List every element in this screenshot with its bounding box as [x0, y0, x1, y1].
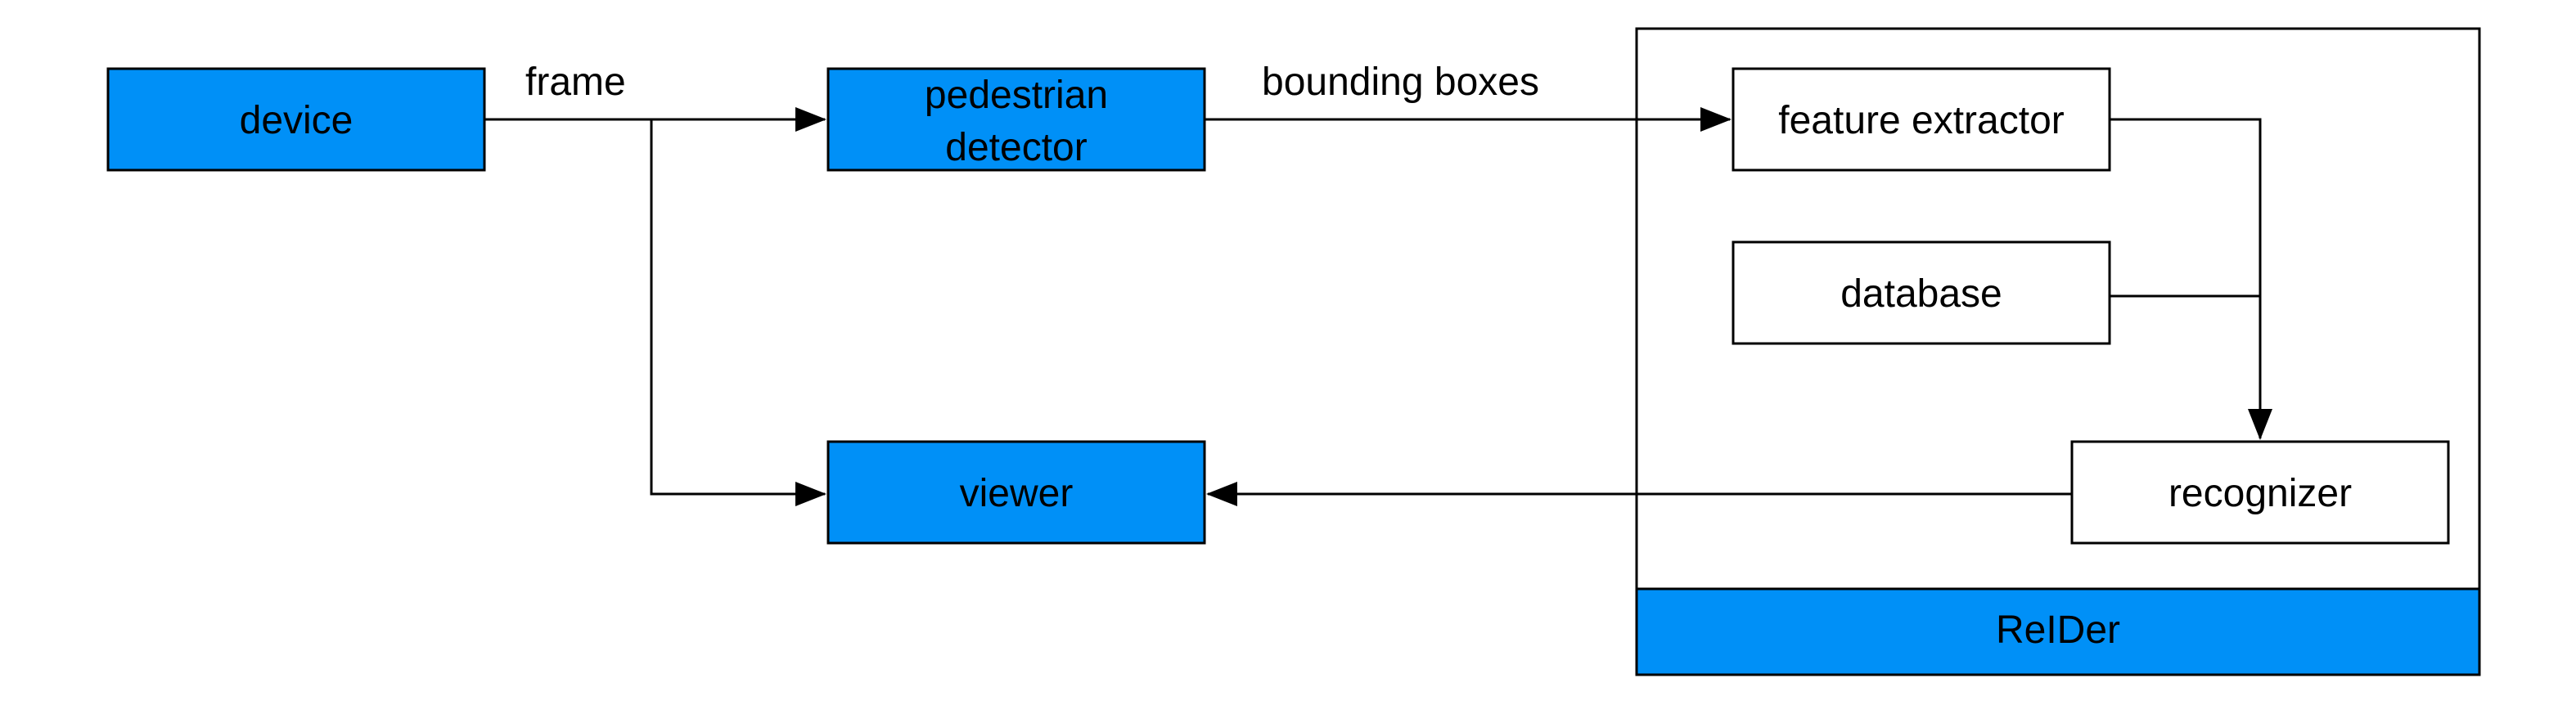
pedestrian-detector-label-line1: pedestrian — [925, 74, 1108, 117]
reider-label: ReIDer — [1996, 608, 2120, 652]
edge-feature-extractor-to-recognizer — [2110, 118, 2272, 440]
feature-extractor-label: feature extractor — [1778, 99, 2065, 142]
edges: frame bounding boxes — [484, 61, 2272, 506]
edge-label-bounding-boxes: bounding boxes — [1262, 61, 1539, 104]
viewer-label: viewer — [960, 472, 1074, 515]
recognizer-node: recognizer — [2070, 440, 2450, 545]
viewer-box — [826, 440, 1206, 545]
database-node: database — [1732, 240, 2111, 345]
edge-frame-to-viewer — [650, 119, 826, 506]
feature-extractor-node: feature extractor — [1732, 67, 2111, 172]
pedestrian-detector-node: pedestrian detector — [826, 67, 1206, 172]
feature-extractor-box — [1732, 67, 2111, 172]
device-box — [106, 67, 486, 172]
recognizer-label: recognizer — [2168, 472, 2352, 515]
reider-container: ReIDer — [1635, 27, 2481, 676]
pedestrian-detector-label-line2: detector — [945, 126, 1087, 169]
database-box — [1732, 240, 2111, 345]
recognizer-box — [2070, 440, 2450, 545]
device-node: device — [106, 67, 486, 172]
reider-label-bar — [1635, 587, 2481, 676]
edge-label-frame: frame — [525, 61, 626, 104]
database-label: database — [1840, 272, 2002, 316]
device-label: device — [240, 99, 354, 142]
viewer-node: viewer — [826, 440, 1206, 545]
pedestrian-detector-box — [826, 67, 1206, 172]
